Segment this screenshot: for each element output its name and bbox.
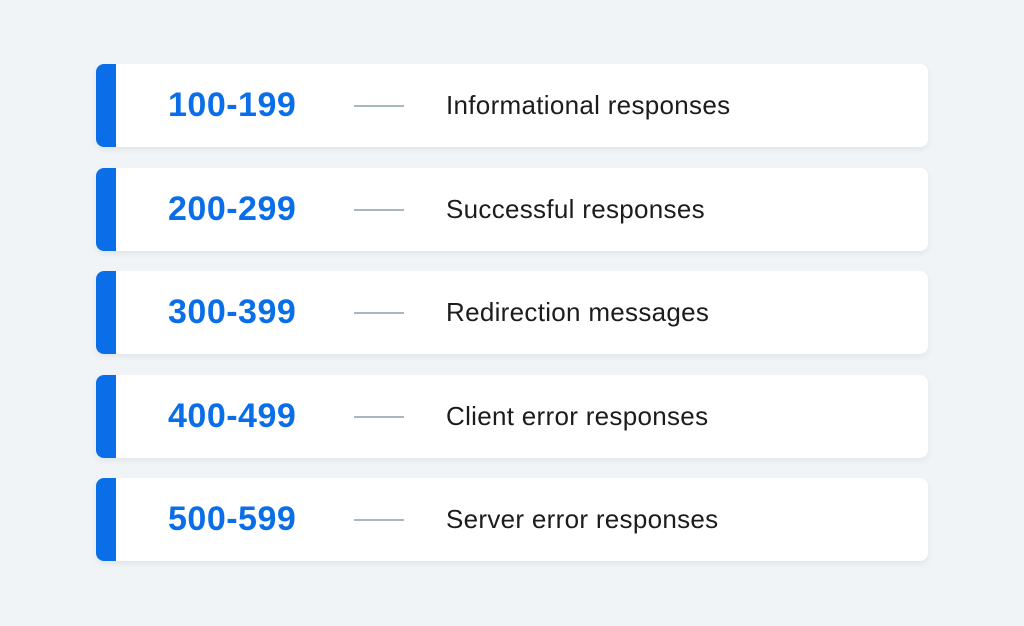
status-range: 500-599: [168, 500, 297, 538]
accent-bar: [96, 271, 116, 354]
accent-bar: [96, 167, 116, 251]
status-card-2xx: 200-299 Successful responses: [96, 167, 928, 251]
status-range: 300-399: [168, 293, 297, 331]
status-range: 200-299: [168, 189, 297, 228]
status-description: Client error responses: [446, 400, 709, 431]
status-card-1xx: 100-199 Informational responses: [96, 64, 928, 147]
dash-separator: [354, 312, 404, 314]
dash-separator: [354, 208, 404, 211]
status-card-3xx: 300-399 Redirection messages: [96, 271, 928, 354]
dash-separator: [354, 415, 404, 418]
status-card-5xx: 500-599 Server error responses: [96, 478, 928, 561]
status-range: 400-499: [168, 396, 297, 435]
status-card-4xx: 400-499 Client error responses: [96, 374, 928, 458]
dash-separator: [354, 105, 404, 107]
status-description: Successful responses: [446, 193, 705, 224]
status-range: 100-199: [168, 86, 297, 124]
status-code-list: 100-199 Informational responses 200-299 …: [96, 64, 928, 582]
status-description: Server error responses: [446, 504, 719, 534]
accent-bar: [96, 478, 116, 561]
accent-bar: [96, 64, 116, 147]
status-description: Redirection messages: [446, 297, 710, 327]
status-description: Informational responses: [446, 90, 731, 120]
dash-separator: [354, 519, 404, 521]
accent-bar: [96, 374, 116, 458]
